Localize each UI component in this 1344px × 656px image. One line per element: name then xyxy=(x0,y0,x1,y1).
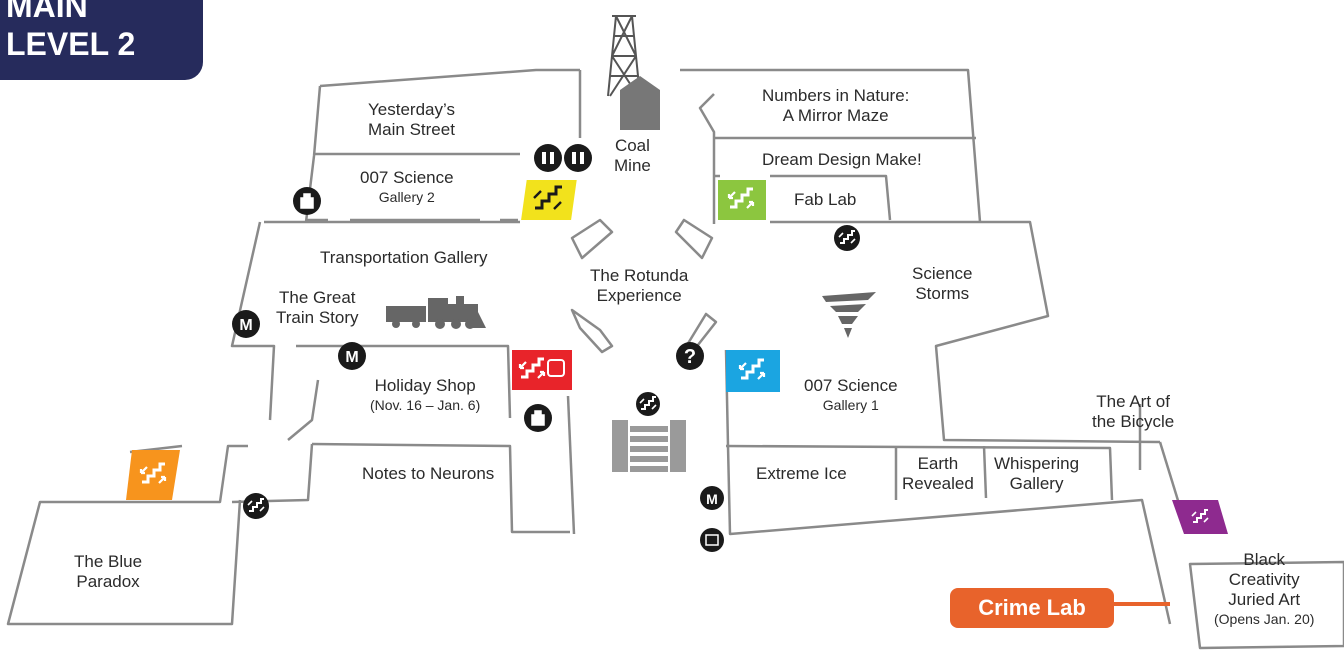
room-fab-lab[interactable]: Fab Lab xyxy=(794,190,856,210)
metro-icon xyxy=(232,310,260,338)
stairs-icon-orange xyxy=(126,450,180,500)
room-sublabel: (Opens Jan. 20) xyxy=(1214,611,1315,627)
room-transportation-gallery[interactable]: Transportation Gallery xyxy=(320,248,488,268)
room-label: The Art of xyxy=(1096,392,1170,411)
svg-text:M: M xyxy=(706,491,718,507)
room-coal-mine[interactable]: Coal Mine xyxy=(614,136,651,176)
metro-icon xyxy=(338,342,366,370)
stairs-icon-yellow xyxy=(521,180,577,220)
metro-icon xyxy=(700,486,724,510)
level-badge: MAIN LEVEL 2 xyxy=(0,0,203,80)
room-great-train-story[interactable]: The Great Train Story xyxy=(276,288,359,328)
room-sublabel: Gallery 1 xyxy=(822,397,879,413)
crime-lab-highlight[interactable]: Crime Lab xyxy=(950,588,1114,628)
oil-derrick-icon xyxy=(607,15,641,97)
stairs-icon-blue xyxy=(726,350,780,392)
room-label: Notes to Neurons xyxy=(362,464,495,483)
room-label: the Bicycle xyxy=(1092,412,1175,431)
stairs-icon-purple xyxy=(1172,500,1228,534)
elevator-icon xyxy=(700,528,724,552)
level-line2: LEVEL 2 xyxy=(6,26,136,62)
room-whispering-gallery[interactable]: Whispering Gallery xyxy=(994,454,1079,494)
room-label: Storms xyxy=(915,284,970,303)
room-label: Extreme Ice xyxy=(756,464,847,483)
room-science-storms[interactable]: Science Storms xyxy=(912,264,972,304)
room-label: Coal xyxy=(614,136,650,155)
room-dream-design-make[interactable]: Dream Design Make! xyxy=(762,150,922,170)
room-art-of-bicycle[interactable]: The Art of the Bicycle xyxy=(1092,392,1174,432)
room-label: 007 Science xyxy=(360,168,454,187)
crime-lab-pointer-line xyxy=(1112,602,1170,606)
central-stairs xyxy=(612,420,686,472)
room-007-science-gallery-2[interactable]: 007 Science Gallery 2 xyxy=(360,168,454,206)
room-label: Train Story xyxy=(276,308,359,327)
room-label: Creativity xyxy=(1228,570,1300,589)
family-restroom-icon xyxy=(564,144,592,172)
room-label: 007 Science xyxy=(804,376,898,395)
room-sublabel: Gallery 2 xyxy=(378,189,435,205)
svg-text:M: M xyxy=(239,317,252,334)
svg-text:?: ? xyxy=(684,346,696,368)
svg-text:M: M xyxy=(345,349,358,366)
room-label: Black xyxy=(1243,550,1285,569)
room-label: Mine xyxy=(614,156,651,175)
room-label: Whispering xyxy=(994,454,1080,473)
room-label: Transportation Gallery xyxy=(320,248,488,267)
room-numbers-in-nature[interactable]: Numbers in Nature: A Mirror Maze xyxy=(762,86,909,126)
room-label: Science xyxy=(912,264,973,283)
room-label: The Rotunda xyxy=(590,266,689,285)
level-line1: MAIN xyxy=(6,0,88,24)
stairs-icon-green xyxy=(718,180,766,220)
room-label: Dream Design Make! xyxy=(762,150,922,169)
room-label: Fab Lab xyxy=(794,190,857,209)
coal-mine-icon xyxy=(620,76,660,130)
room-sublabel: (Nov. 16 – Jan. 6) xyxy=(370,397,481,413)
restroom-icon xyxy=(534,144,562,172)
room-rotunda[interactable]: The Rotunda Experience xyxy=(590,266,688,306)
room-blue-paradox[interactable]: The Blue Paradox xyxy=(74,552,142,592)
room-label: Yesterday’s xyxy=(368,100,455,119)
room-label: Revealed xyxy=(902,474,974,493)
room-label: Earth xyxy=(917,454,959,473)
train-icon xyxy=(386,296,486,329)
room-label: The Great xyxy=(278,288,356,307)
room-label: Experience xyxy=(596,286,682,305)
room-label: Holiday Shop xyxy=(374,376,476,395)
room-label: The Blue xyxy=(74,552,143,571)
tornado-icon xyxy=(822,292,876,338)
room-earth-revealed[interactable]: Earth Revealed xyxy=(902,454,974,494)
room-label: Numbers in Nature: xyxy=(762,86,910,105)
room-label: Paradox xyxy=(76,572,140,591)
room-notes-to-neurons[interactable]: Notes to Neurons xyxy=(362,464,494,484)
room-label: Gallery xyxy=(1009,474,1064,493)
room-007-science-gallery-1[interactable]: 007 Science Gallery 1 xyxy=(804,376,898,414)
room-label: A Mirror Maze xyxy=(782,106,889,125)
room-extreme-ice[interactable]: Extreme Ice xyxy=(756,464,847,484)
stairs-icon-red xyxy=(512,350,572,390)
room-label: Juried Art xyxy=(1228,590,1301,609)
info-icon xyxy=(676,342,704,370)
room-label: Main Street xyxy=(368,120,455,139)
room-black-creativity[interactable]: Black Creativity Juried Art (Opens Jan. … xyxy=(1214,550,1314,628)
room-holiday-shop[interactable]: Holiday Shop (Nov. 16 – Jan. 6) xyxy=(370,376,480,414)
room-yesterdays-main-street[interactable]: Yesterday’s Main Street xyxy=(368,100,455,140)
